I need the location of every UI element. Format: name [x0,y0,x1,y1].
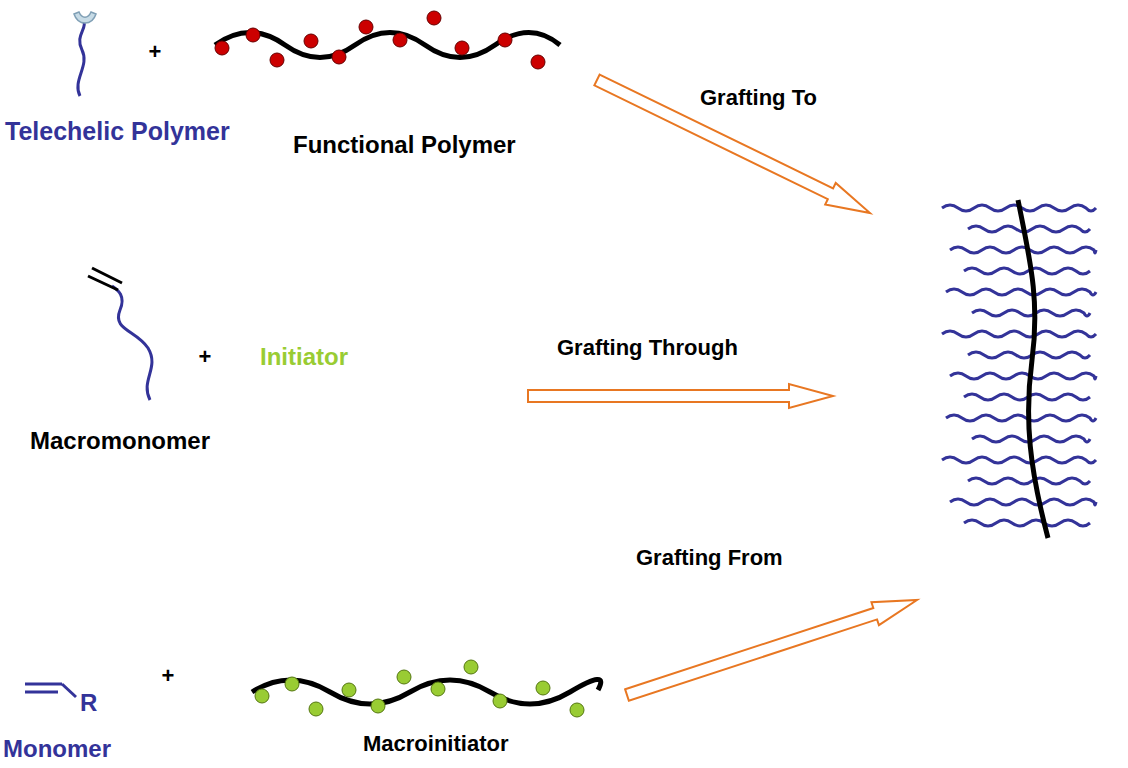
initiator-site-dot [255,689,269,703]
functional-group-dot [498,33,512,47]
initiator-site-dot [285,677,299,691]
grafted-side-chain [950,499,1096,505]
method-label: Grafting From [636,546,783,570]
functional-group-dot [215,41,229,55]
functional-group-dot [427,11,441,25]
method-label: Grafting To [700,86,817,110]
initiator-site-dot [536,681,550,695]
graft-backbone [1018,200,1048,538]
functional-polymer-chain [215,33,560,58]
functional-group-dot [359,20,373,34]
reaction-arrow [592,69,876,224]
functional-group-dot [270,53,284,67]
functional-group-dot [455,41,469,55]
grafted-side-chain [942,205,1096,526]
substituent-label: R [80,690,97,716]
plus-sign: + [199,345,212,369]
compound-label: Macroinitiator [363,732,508,756]
monomer-symbol [25,684,62,692]
initiator-site-dot [371,699,385,713]
functional-group-dot [332,50,346,64]
initiator-site-dot [570,703,584,717]
functional-group-dot [393,33,407,47]
monomer-symbol [25,684,76,697]
plus-sign: + [162,664,175,688]
initiator-site-dot [431,682,445,696]
initiator-site-dot [309,702,323,716]
grafted-side-chain [950,373,1096,379]
grafted-side-chain [968,226,1090,232]
functional-group-dot [215,11,545,69]
functional-polymer-chain [215,33,560,58]
grafted-side-chain [942,331,1096,337]
grafted-side-chain [972,310,1090,316]
initiator-site-dot [464,660,478,674]
grafted-side-chain [968,478,1090,484]
reaction-arrow [623,589,920,707]
graft-backbone [1018,200,1048,538]
method-label: Grafting Through [557,336,738,360]
functional-group-dot [531,55,545,69]
macromonomer-chain [88,268,122,290]
macromonomer-chain [88,268,152,400]
grafted-side-chain [942,457,1096,463]
compound-label: Initiator [260,344,348,370]
telechelic-polymer-chain [74,12,96,23]
telechelic-polymer-chain [74,12,96,96]
initiator-site-dot [493,694,507,708]
macromonomer-chain [112,286,152,400]
grafted-side-chain [964,520,1090,526]
macroinitiator-chain [252,679,601,704]
plus-sign: + [149,40,162,64]
monomer-symbol [62,684,76,697]
initiator-site-dot [397,670,411,684]
telechelic-polymer-chain [78,18,84,96]
initiator-site-dot [342,683,356,697]
grafted-side-chain [968,352,1090,358]
initiator-site-dot [255,660,584,717]
functional-group-dot [246,28,260,42]
functional-group-dot [304,34,318,48]
grafted-side-chain [950,247,1096,253]
compound-label: Functional Polymer [293,132,516,158]
compound-label: Macromonomer [30,428,210,454]
reaction-arrow [528,384,833,408]
grafted-side-chain [946,415,1096,421]
compound-label: Telechelic Polymer [5,118,230,146]
grafted-side-chain [946,289,1096,295]
grafted-side-chain [964,268,1090,274]
macroinitiator-chain [252,679,601,704]
reaction-arrow [528,69,921,706]
compound-label: Monomer [3,736,111,762]
